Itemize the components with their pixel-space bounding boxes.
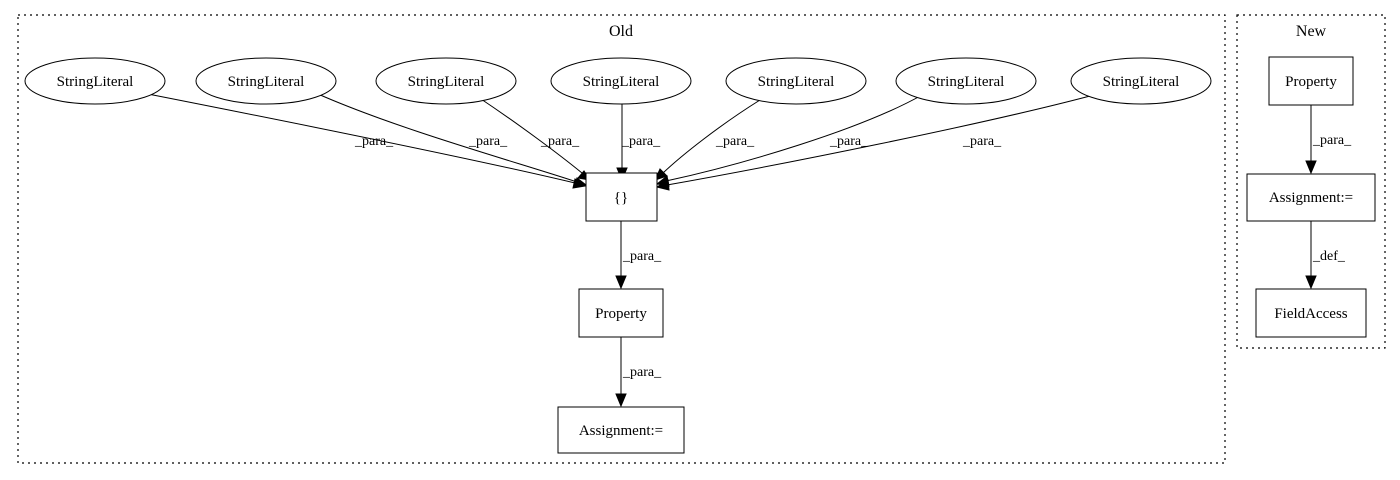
node-string-literal: StringLiteral bbox=[24, 57, 166, 105]
node-array-initializer: {} bbox=[585, 172, 658, 222]
cluster-new: New bbox=[1236, 14, 1386, 349]
node-assignment: Assignment:= bbox=[557, 406, 685, 454]
cluster-old: Old bbox=[17, 14, 1226, 464]
cluster-new-label: New bbox=[1296, 23, 1327, 40]
node-field-access: FieldAccess bbox=[1255, 288, 1367, 338]
edge-s5-to-array: _para_ bbox=[654, 99, 761, 181]
node-string-literal: StringLiteral bbox=[195, 57, 337, 105]
edge-label: _para_ bbox=[1312, 133, 1352, 148]
svg-text:StringLiteral: StringLiteral bbox=[758, 74, 835, 90]
svg-text:StringLiteral: StringLiteral bbox=[928, 74, 1005, 90]
edge-label: _para_ bbox=[622, 365, 662, 380]
svg-text:Assignment:=: Assignment:= bbox=[1269, 190, 1353, 206]
edge-label: _para_ bbox=[829, 134, 869, 149]
svg-text:StringLiteral: StringLiteral bbox=[1103, 74, 1180, 90]
svg-text:StringLiteral: StringLiteral bbox=[583, 74, 660, 90]
node-string-literal: StringLiteral bbox=[375, 57, 517, 105]
edge-s4-to-array: _para_ bbox=[616, 102, 661, 182]
svg-text:StringLiteral: StringLiteral bbox=[57, 74, 134, 90]
edge-s2-to-array: _para_ bbox=[317, 93, 588, 188]
edge-label: _para_ bbox=[622, 249, 662, 264]
node-string-literal: StringLiteral bbox=[725, 57, 867, 105]
edge-label: _para_ bbox=[540, 134, 580, 149]
svg-text:StringLiteral: StringLiteral bbox=[228, 74, 305, 90]
svg-text:{}: {} bbox=[614, 190, 628, 206]
edge-s1-to-array: _para_ bbox=[147, 93, 587, 189]
svg-text:FieldAccess: FieldAccess bbox=[1274, 306, 1347, 322]
edge-s6-to-array: _para_ bbox=[655, 94, 923, 187]
edge-new-assignment-to-fieldaccess: _def_ bbox=[1305, 221, 1346, 290]
edge-s7-to-array: _para_ bbox=[655, 95, 1091, 191]
edge-array-to-property: _para_ bbox=[615, 221, 662, 290]
edge-label: _para_ bbox=[468, 134, 508, 149]
node-property: Property bbox=[578, 288, 664, 338]
svg-text:Property: Property bbox=[595, 306, 647, 322]
node-property: Property bbox=[1268, 56, 1354, 106]
node-string-literal: StringLiteral bbox=[895, 57, 1037, 105]
edge-label: _para_ bbox=[621, 134, 661, 149]
edge-new-property-to-assignment: _para_ bbox=[1305, 105, 1352, 175]
node-assignment: Assignment:= bbox=[1246, 173, 1376, 222]
node-string-literal: StringLiteral bbox=[550, 57, 692, 105]
svg-text:Property: Property bbox=[1285, 74, 1337, 90]
edge-property-to-assignment: _para_ bbox=[615, 337, 662, 408]
svg-text:StringLiteral: StringLiteral bbox=[408, 74, 485, 90]
edge-label: _para_ bbox=[354, 134, 394, 149]
node-string-literal: StringLiteral bbox=[1070, 57, 1212, 105]
edge-s3-to-array: _para_ bbox=[477, 96, 592, 181]
edge-label: _para_ bbox=[715, 134, 755, 149]
edge-label: _def_ bbox=[1312, 249, 1346, 264]
svg-text:Assignment:=: Assignment:= bbox=[579, 423, 663, 439]
edge-label: _para_ bbox=[962, 134, 1002, 149]
cluster-old-label: Old bbox=[609, 23, 633, 40]
